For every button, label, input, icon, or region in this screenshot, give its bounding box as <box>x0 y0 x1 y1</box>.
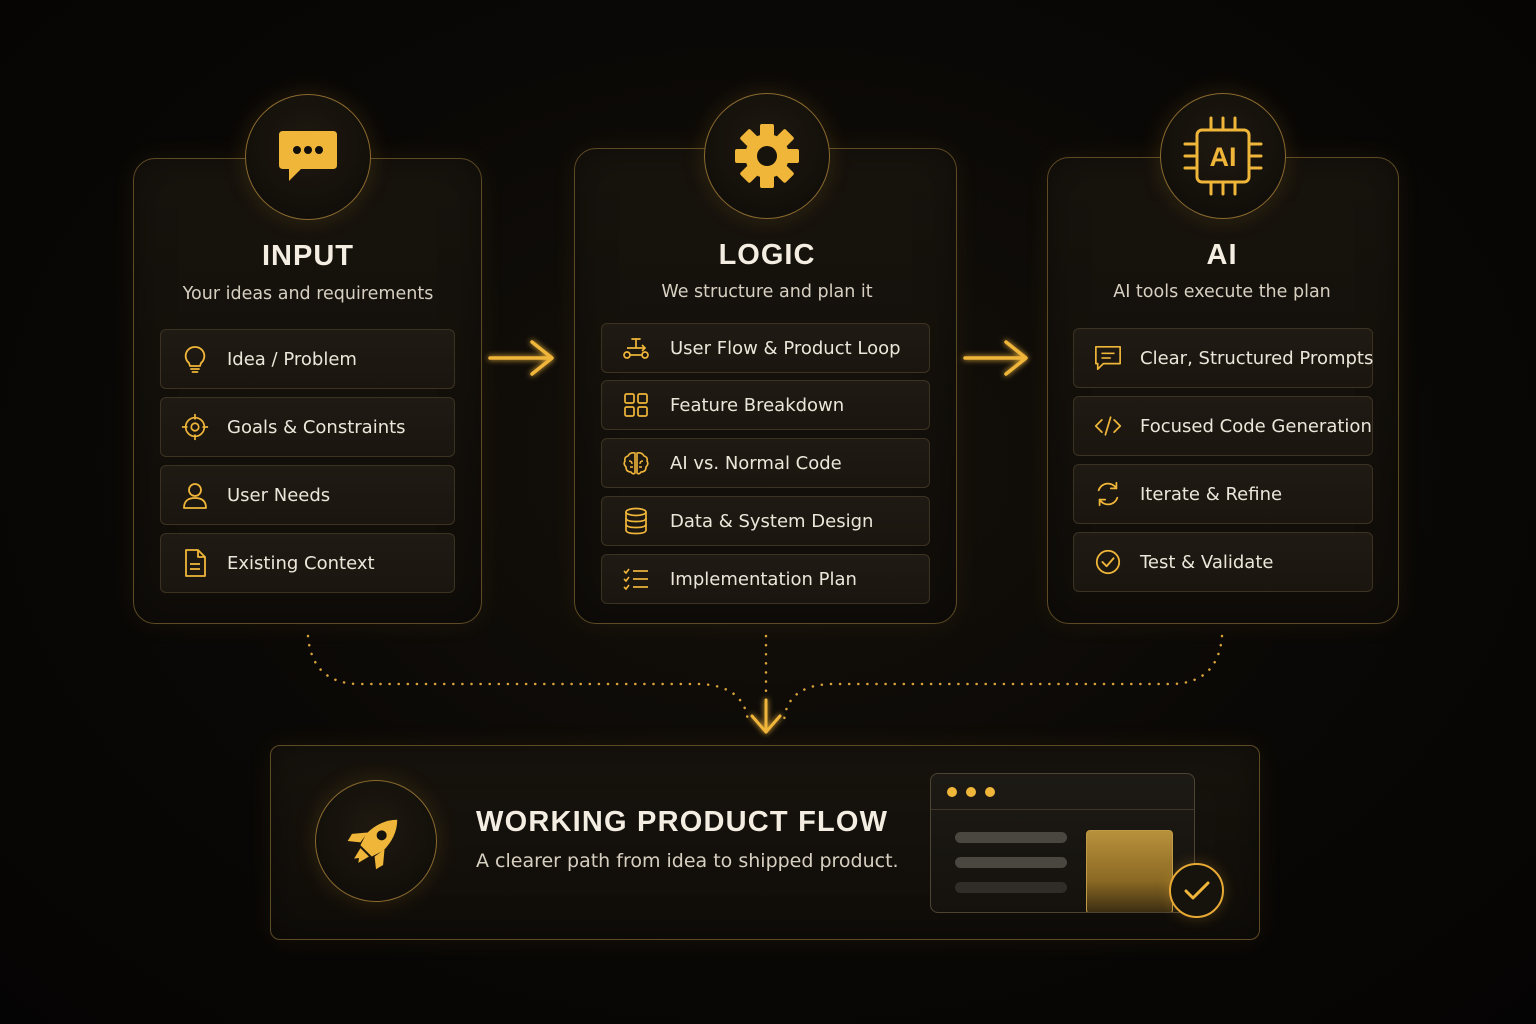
logic-item-label: Feature Breakdown <box>670 394 845 416</box>
output-title: WORKING PRODUCT FLOW <box>476 806 889 838</box>
dotted-path-input <box>306 634 750 724</box>
input-item-goals: Goals & Constraints <box>160 397 455 457</box>
placeholder-line <box>955 832 1067 843</box>
ai-item-test: Test & Validate <box>1073 532 1373 592</box>
chat-bubble-icon <box>279 131 337 181</box>
logic-item-label: Data & System Design <box>670 510 874 532</box>
lightbulb-icon <box>181 345 209 373</box>
input-item-idea: Idea / Problem <box>160 329 455 389</box>
refresh-icon <box>1094 480 1122 508</box>
flow-icon <box>622 334 650 362</box>
arrow-logic-to-ai <box>963 340 1028 376</box>
input-item-label: Goals & Constraints <box>227 416 406 438</box>
ai-item-iterate: Iterate & Refine <box>1073 464 1373 524</box>
arrow-down-to-output <box>750 698 782 734</box>
input-item-context: Existing Context <box>160 533 455 593</box>
checklist-icon <box>622 565 650 593</box>
ai-chip-text: AI <box>1210 142 1237 172</box>
ai-subtitle: AI tools execute the plan <box>1113 282 1331 302</box>
check-circle-icon <box>1094 548 1122 576</box>
placeholder-line <box>955 882 1067 893</box>
logic-item-label: User Flow & Product Loop <box>670 337 901 359</box>
browser-dot <box>966 786 976 797</box>
browser-dot <box>947 786 957 797</box>
logic-item-plan: Implementation Plan <box>601 554 930 604</box>
input-item-label: Existing Context <box>227 552 375 574</box>
ai-title: AI <box>1206 239 1238 271</box>
browser-dot <box>985 786 995 797</box>
output-subtitle: A clearer path from idea to shipped prod… <box>476 850 899 872</box>
input-title: INPUT <box>262 240 354 272</box>
user-icon <box>181 481 209 509</box>
logic-item-data: Data & System Design <box>601 496 930 546</box>
input-item-label: Idea / Problem <box>227 348 357 370</box>
checkmark-icon <box>1169 863 1224 918</box>
ai-item-code: Focused Code Generation <box>1073 396 1373 456</box>
content-tile <box>1086 830 1173 912</box>
placeholder-line <box>955 857 1067 868</box>
message-icon <box>1094 344 1122 372</box>
logic-item-ai-vs-code: AI vs. Normal Code <box>601 438 930 488</box>
browser-titlebar <box>931 774 1194 810</box>
brain-icon <box>622 449 650 477</box>
ai-item-prompts: Clear, Structured Prompts <box>1073 328 1373 388</box>
code-icon <box>1094 412 1122 440</box>
document-icon <box>181 549 209 577</box>
ai-badge: AI <box>1160 93 1286 219</box>
input-item-user-needs: User Needs <box>160 465 455 525</box>
logic-item-label: Implementation Plan <box>670 568 857 590</box>
logic-subtitle: We structure and plan it <box>661 282 873 302</box>
output-badge <box>315 780 437 902</box>
logic-item-label: AI vs. Normal Code <box>670 452 842 474</box>
logic-badge <box>704 93 830 219</box>
rocket-icon <box>347 819 398 870</box>
gear-icon <box>735 124 799 188</box>
input-badge <box>245 94 371 220</box>
ai-chip-icon: AI <box>1183 116 1263 196</box>
browser-window-icon <box>930 773 1195 913</box>
logic-title: LOGIC <box>718 239 816 271</box>
input-subtitle: Your ideas and requirements <box>182 284 434 304</box>
input-item-label: User Needs <box>227 484 331 506</box>
logic-item-user-flow: User Flow & Product Loop <box>601 323 930 373</box>
database-icon <box>622 507 650 535</box>
logic-item-feature: Feature Breakdown <box>601 380 930 430</box>
ai-item-label: Test & Validate <box>1140 551 1274 573</box>
ai-item-label: Clear, Structured Prompts <box>1140 347 1374 369</box>
arrow-input-to-logic <box>488 340 554 376</box>
ai-item-label: Focused Code Generation <box>1140 415 1372 437</box>
dotted-path-ai <box>782 634 1224 724</box>
ai-item-label: Iterate & Refine <box>1140 483 1283 505</box>
target-icon <box>181 413 209 441</box>
grid-icon <box>622 391 650 419</box>
